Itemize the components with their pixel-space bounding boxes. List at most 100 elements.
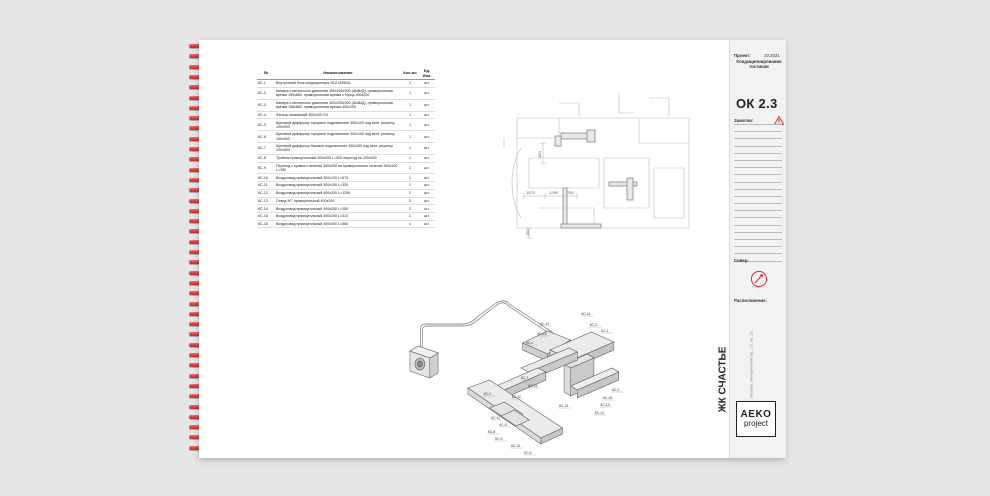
logo-line2: project [743, 419, 768, 428]
callout-label: КС-12 [528, 384, 537, 388]
item-code: КС-4 [257, 111, 275, 120]
item-qty: 1 [401, 99, 419, 112]
north-compass-icon [750, 270, 768, 288]
callout-label: КС-9 [495, 437, 502, 441]
callout-label: КС-8 [488, 430, 495, 434]
item-qty: 1 [401, 87, 419, 100]
item-name: Камера статического давления 400x200x900… [275, 99, 401, 112]
item-qty: 1 [401, 142, 419, 155]
callout-label: КС-13 [540, 322, 549, 326]
callout-label: КС-7 [521, 376, 528, 380]
item-name: Фильтр канальный 400x200 G4 [275, 111, 401, 120]
item-code: КС-1 [257, 79, 275, 88]
item-unit: шт. [419, 142, 435, 155]
callout-label: КС-15 [603, 396, 612, 400]
item-unit: шт. [419, 212, 435, 221]
item-unit: шт. [419, 130, 435, 143]
item-qty: 1 [401, 154, 419, 163]
col-unit: Ед. Изм. [419, 68, 435, 81]
address: Москва, Мичуринский пр., 22, кв. 15 [748, 331, 754, 398]
isometric-duct-scheme: КС-14КС-3КС-1КС-13КС-16КС-4КС-7КС-12КС-2… [409, 300, 624, 456]
item-name: Щелевой диффузор боковое подключение 400… [275, 142, 401, 155]
item-code: КС-9 [257, 162, 275, 175]
logo-line1: AEKO [740, 409, 772, 420]
sheet-code: ОК 2.3 [736, 96, 778, 111]
item-code: КС-11 [257, 181, 275, 190]
callout-label: КС-12 [512, 395, 521, 399]
item-code: КС-6 [257, 130, 275, 143]
callout-label: КС-14 [581, 312, 590, 316]
item-code: КС-10 [257, 173, 275, 183]
item-qty: 2 [401, 204, 419, 213]
item-unit: шт. [419, 87, 435, 100]
item-qty: 1 [401, 130, 419, 143]
callout-label: КС-1 [601, 329, 608, 333]
plan-dim-3: 750 [567, 190, 574, 195]
item-unit: шт. [419, 181, 435, 190]
item-unit: шт. [419, 99, 435, 112]
project-date: 10.2021 [764, 53, 780, 58]
aeko-logo: AEKO project [736, 401, 776, 437]
callout-label: КС-8 [499, 423, 506, 427]
item-code: КС-16 [257, 220, 275, 229]
north-label: Север: [734, 258, 749, 263]
item-code: КС-14 [257, 204, 275, 213]
item-code: КС-12 [257, 189, 275, 198]
item-name: Воздуховод прямоугольный 400x200 L=250 [275, 204, 401, 213]
item-qty: 1 [401, 220, 419, 229]
spec-table-header: № Наименование Кол-во Ед. Изм. [257, 68, 435, 81]
item-code: КС-13 [257, 197, 275, 206]
item-unit: шт. [419, 189, 435, 198]
callout-label: КС-10 [511, 444, 520, 448]
callout-label: КС-14 [595, 411, 604, 415]
col-qty: Кол-во [401, 68, 419, 81]
item-unit: шт. [419, 79, 435, 88]
address-block: Москва, Мичуринский пр., 22, кв. 15 [748, 326, 762, 406]
notes-label: Заметки: [734, 118, 754, 123]
plan-dim-1: 1870 [526, 190, 536, 195]
item-code: КС-2 [257, 87, 275, 100]
item-name: Воздуховод прямоугольный 400x200 L=310 [275, 212, 401, 221]
item-qty: 2 [401, 162, 419, 175]
item-unit: шт. [419, 111, 435, 120]
item-unit: шт. [419, 162, 435, 175]
item-unit: шт. [419, 204, 435, 213]
item-unit: шт. [419, 197, 435, 206]
notes-lines [734, 124, 782, 268]
item-qty: 1 [401, 79, 419, 88]
item-qty: 2 [401, 189, 419, 198]
callout-label: КС-5 [484, 392, 491, 396]
callout-label: КС-16 [538, 332, 547, 336]
title-block: Проект: 10.2021 Кондиционирование гостин… [717, 40, 786, 458]
item-qty: 1 [401, 181, 419, 190]
item-name: Воздуховод прямоугольный 400x200 L=1250 [275, 189, 401, 198]
item-code: КС-7 [257, 142, 275, 155]
item-code: КС-5 [257, 118, 275, 132]
item-qty: 1 [401, 212, 419, 221]
item-name: Отвод 90° прямоугольный 400x200 [275, 197, 401, 206]
item-unit: шт. [419, 154, 435, 163]
item-unit: шт. [419, 173, 435, 183]
callout-label: КС-13 [559, 404, 568, 408]
location-label: Расположение: [734, 298, 768, 303]
floor-plan-drawing: 1870 1290 750 150 150 [503, 93, 690, 239]
complex-name: ЖК СЧАСТЬЕ [717, 346, 729, 413]
item-name: Воздуховод прямоугольный 300x100 L=320 [275, 181, 401, 190]
plan-dim-5: 150 [525, 229, 530, 236]
col-number: № [257, 68, 275, 81]
item-qty: 1 [401, 173, 419, 183]
item-name: Воздуховод прямоугольный 300x100 L=675 [275, 173, 401, 183]
col-name: Наименование [275, 68, 401, 81]
